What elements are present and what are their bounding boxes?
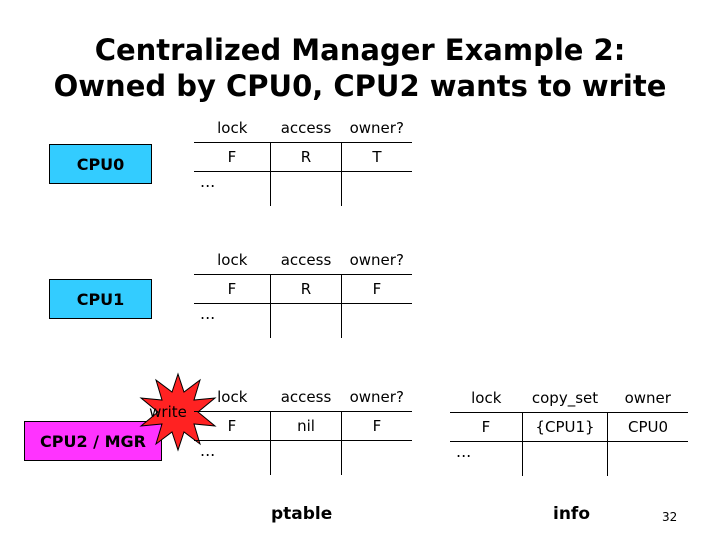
cpu1-empty-cell: [270, 303, 342, 338]
cpu0-header-lock: lock: [194, 114, 271, 143]
cpu0-label: CPU0: [76, 154, 125, 174]
cpu0-ptable: lock access owner? F R T ...: [194, 114, 412, 206]
cpu2-cell-access: nil: [270, 411, 342, 441]
cpu2-ptable: lock access owner? F nil F ...: [194, 383, 412, 475]
cpu2-empty-cell: [270, 440, 342, 475]
cpu0-cell-access: R: [270, 142, 342, 172]
cpu1-header-access: access: [270, 246, 342, 275]
cpu1-cell-access: R: [270, 274, 342, 304]
cpu1-cell-owner: F: [341, 274, 412, 304]
info-empty-cell: [607, 441, 688, 476]
cpu1-cell-lock: F: [194, 274, 271, 304]
cpu1-ptable: lock access owner? F R F ...: [194, 246, 412, 338]
slide-title-line1: Centralized Manager Example 2:: [94, 33, 626, 67]
cpu2-mgr-label: CPU2 / MGR: [40, 431, 146, 451]
info-header-lock: lock: [450, 384, 523, 413]
cpu2-cell-lock: F: [194, 411, 271, 441]
cpu0-box: CPU0: [49, 144, 152, 184]
cpu2-ellipsis: ...: [194, 440, 271, 475]
info-cell-lock: F: [450, 412, 523, 442]
page-number: 32: [662, 510, 678, 524]
cpu2-header-lock: lock: [194, 383, 271, 412]
info-header-copy-set: copy_set: [522, 384, 608, 413]
info-header-owner: owner: [607, 384, 688, 413]
cpu0-header-access: access: [270, 114, 342, 143]
cpu1-label: CPU1: [76, 289, 125, 309]
info-table: lock copy_set owner F {CPU1} CPU0 ...: [450, 384, 688, 476]
cpu2-empty-cell: [341, 440, 412, 475]
cpu0-cell-owner: T: [341, 142, 412, 172]
info-ellipsis: ...: [450, 441, 523, 476]
ptable-label: ptable: [271, 504, 333, 524]
info-cell-owner: CPU0: [607, 412, 688, 442]
info-empty-cell: [522, 441, 608, 476]
cpu1-ellipsis: ...: [194, 303, 271, 338]
cpu1-header-lock: lock: [194, 246, 271, 275]
write-label: write: [149, 403, 187, 421]
cpu2-cell-owner: F: [341, 411, 412, 441]
info-label: info: [553, 504, 591, 524]
cpu0-header-owner: owner?: [341, 114, 412, 143]
slide-title-line2: Owned by CPU0, CPU2 wants to write: [53, 69, 667, 103]
slide-title: Centralized Manager Example 2: Owned by …: [0, 32, 720, 104]
cpu2-header-access: access: [270, 383, 342, 412]
cpu0-empty-cell: [341, 171, 412, 206]
cpu2-header-owner: owner?: [341, 383, 412, 412]
cpu0-ellipsis: ...: [194, 171, 271, 206]
cpu1-box: CPU1: [49, 279, 152, 319]
cpu0-empty-cell: [270, 171, 342, 206]
cpu0-cell-lock: F: [194, 142, 271, 172]
cpu1-empty-cell: [341, 303, 412, 338]
cpu2-mgr-box: CPU2 / MGR: [24, 421, 162, 461]
cpu1-header-owner: owner?: [341, 246, 412, 275]
info-cell-copy-set: {CPU1}: [522, 412, 608, 442]
